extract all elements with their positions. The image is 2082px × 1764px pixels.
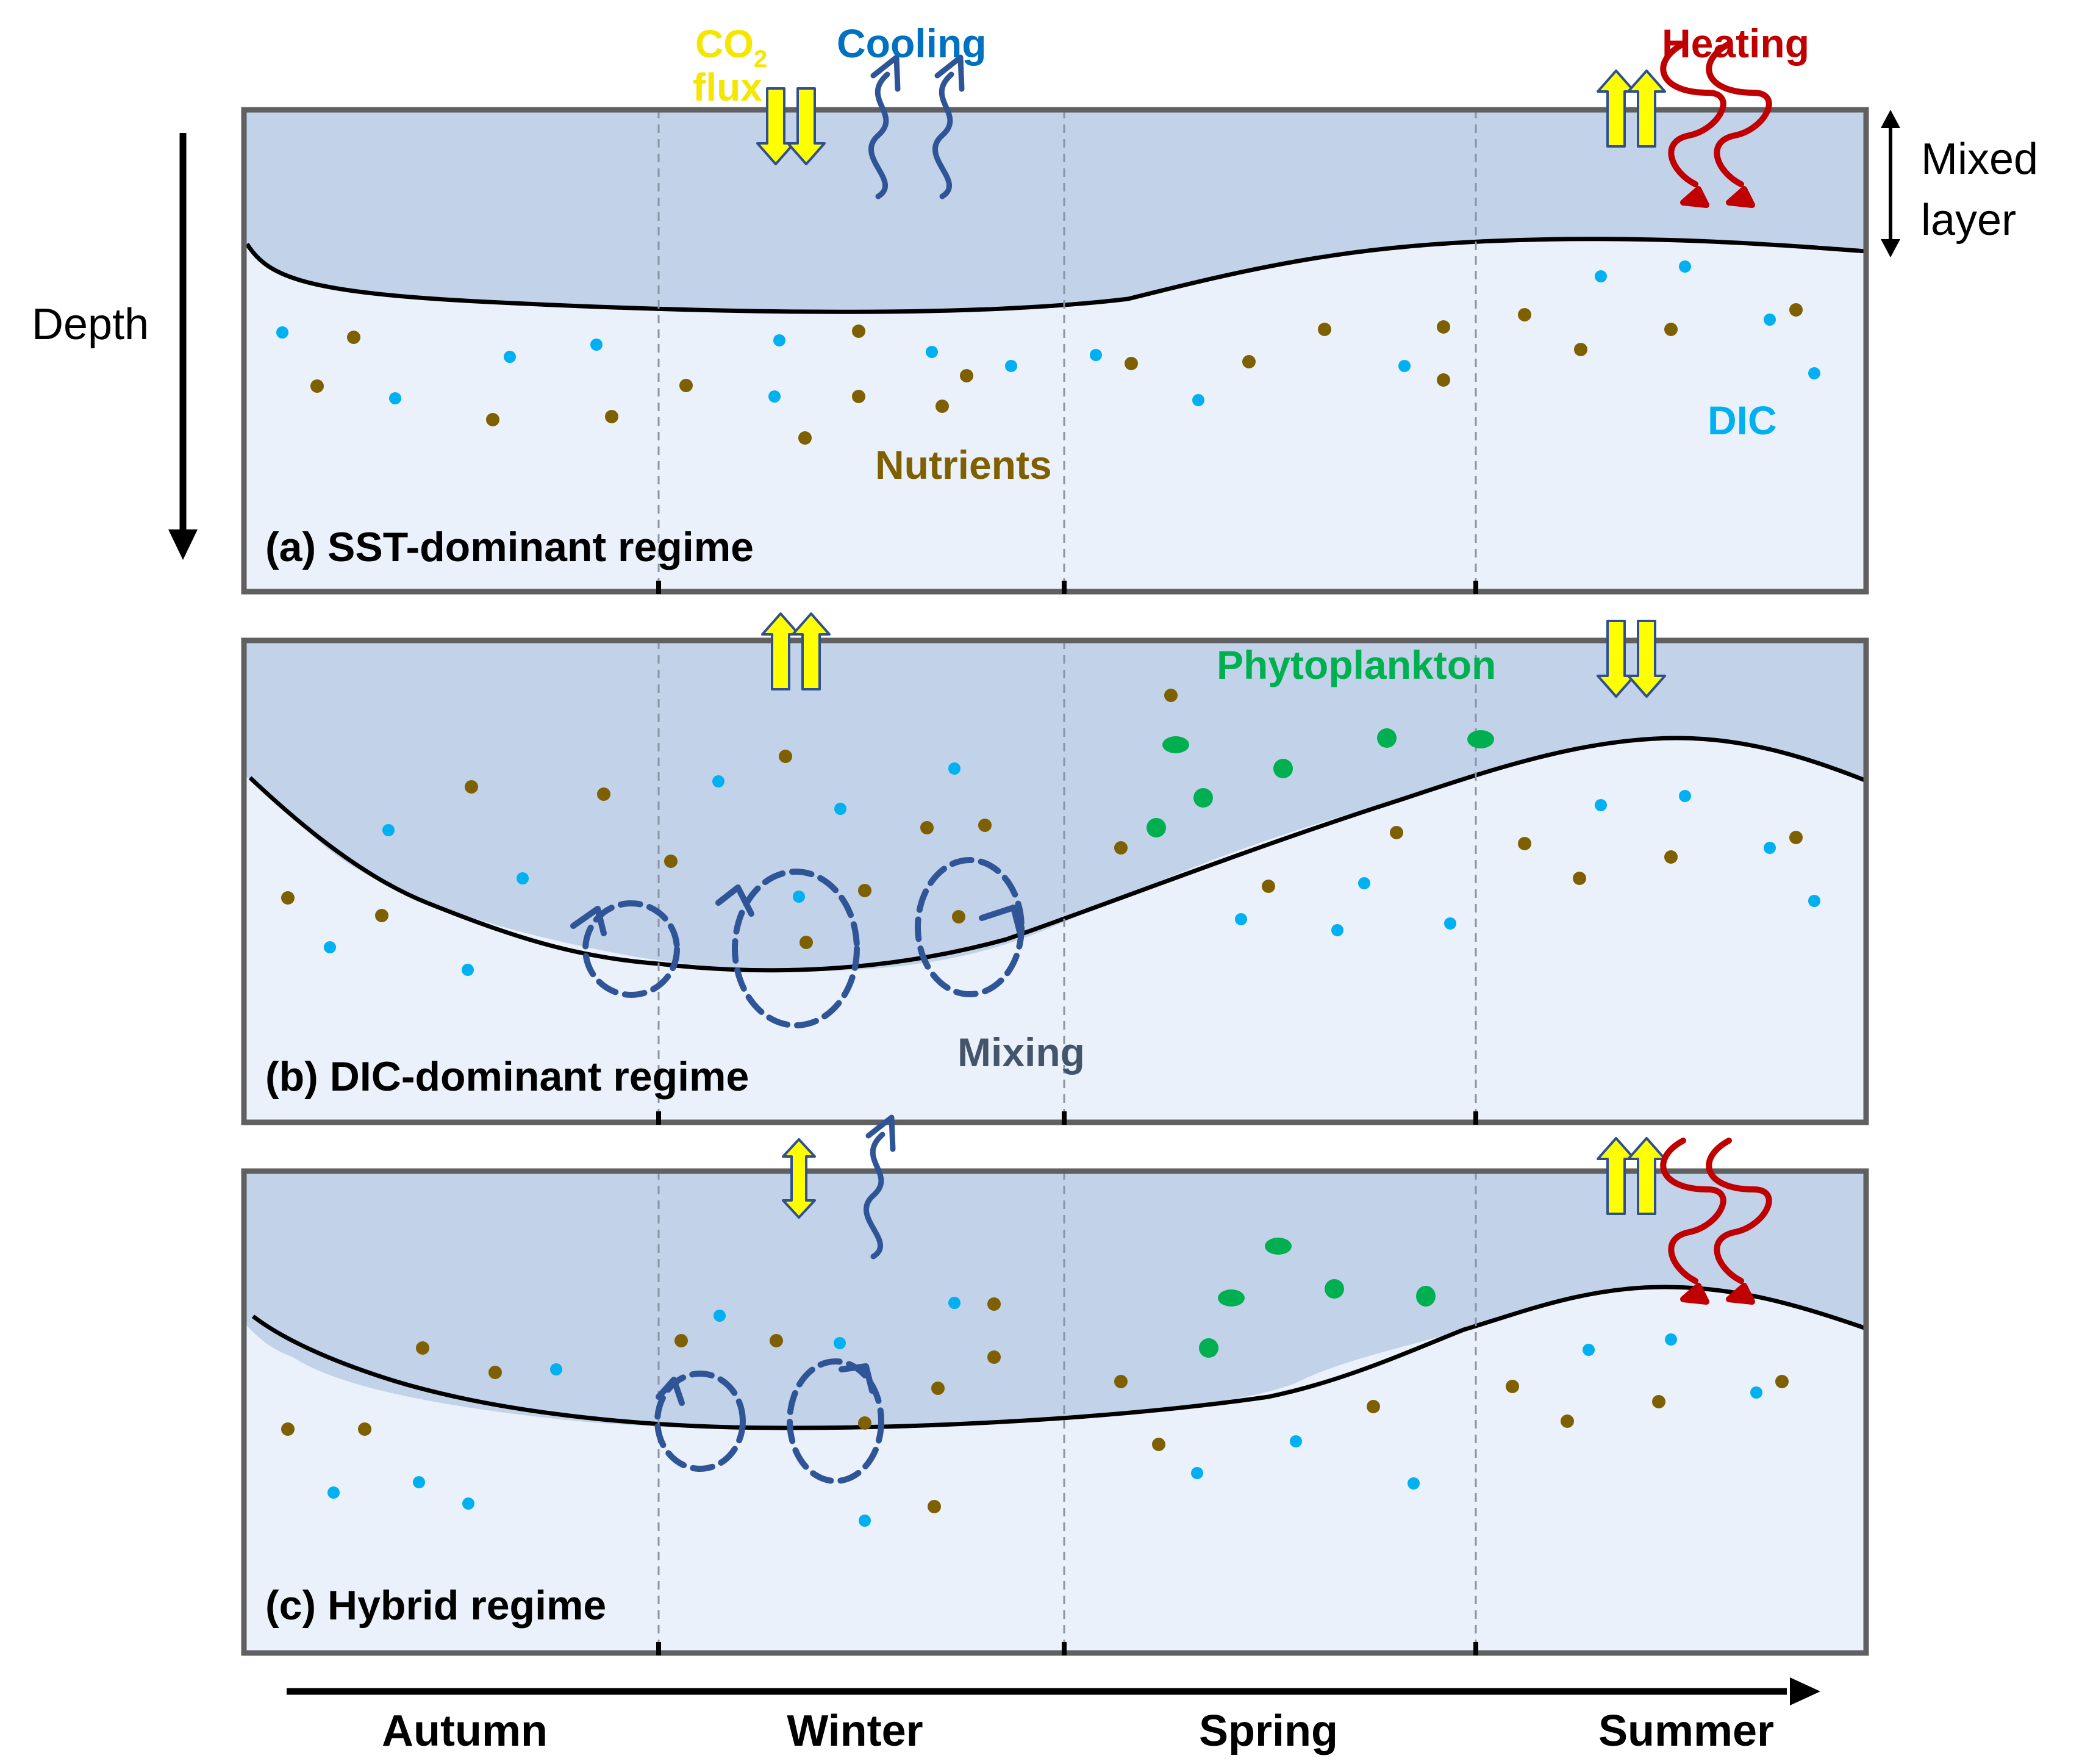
co2-flux-label-flux: flux: [693, 65, 762, 109]
season-ticks: [656, 1642, 1478, 1655]
season-dividers: [657, 640, 1477, 1122]
season-label-autumn: Autumn: [382, 1707, 548, 1755]
season-ticks: [656, 1111, 1478, 1125]
mixing-eddy-arrowheads: [656, 1363, 875, 1406]
mixing-eddies: [582, 857, 1025, 1028]
nutrient-particles: [281, 689, 1803, 949]
panel-b-frame: [241, 637, 1869, 1125]
svg-text:CO2: CO2: [695, 22, 767, 73]
co2-flux-label-subscript: 2: [754, 46, 767, 73]
mixing-eddies: [654, 1358, 884, 1484]
season-label-spring: Spring: [1199, 1707, 1338, 1755]
dic-particles: [327, 1297, 1762, 1527]
season-label-winter: Winter: [787, 1707, 923, 1755]
panel-c: (c) Hybrid regime: [241, 1117, 1869, 1656]
phytoplankton-cells: [1147, 728, 1494, 837]
mixed-layer-region: [244, 1171, 1866, 1429]
co2-flux-label-co: CO: [695, 22, 754, 66]
panel-a: Nutrients DIC (a) SST-dominant regime: [241, 44, 1869, 595]
mixed-layer-label-line2: layer: [1921, 196, 2016, 245]
mixed-layer-boundary: [248, 736, 1866, 973]
panel-b-title: (b) DIC-dominant regime: [265, 1053, 749, 1100]
season-label-summer: Summer: [1598, 1707, 1774, 1755]
mixed-layer-region: [244, 110, 1866, 312]
mixed-layer-label-line1: Mixed: [1921, 135, 2038, 184]
season-ticks: [656, 581, 1478, 594]
phytoplankton-cells: [1199, 1238, 1436, 1358]
dic-particles: [324, 762, 1820, 976]
mixed-layer-boundary: [245, 237, 1866, 314]
depth-label: Depth: [32, 300, 149, 349]
panel-b: Phytoplankton Mixing (b) DIC-dominant re…: [241, 612, 1869, 1125]
phytoplankton-label: Phytoplankton: [1217, 642, 1496, 687]
nutrient-particles: [281, 1297, 1789, 1513]
season-dividers: [657, 110, 1477, 592]
nutrient-particles: [310, 303, 1803, 445]
mixed-layer-boundary: [251, 1285, 1866, 1430]
panel-c-title: (c) Hybrid regime: [265, 1582, 606, 1629]
panel-a-title: (a) SST-dominant regime: [265, 524, 754, 570]
heating-label: Heating: [1662, 21, 1809, 66]
co2-flux-label: CO2 flux: [693, 22, 767, 109]
panel-a-frame: [241, 107, 1869, 595]
dic-label: DIC: [1708, 398, 1777, 443]
mixed-layer-indicator: Mixed layer: [1881, 110, 2038, 257]
mixing-label: Mixing: [957, 1030, 1085, 1075]
mixed-layer-region: [244, 640, 1866, 972]
time-axis: Autumn Winter Spring Summer: [287, 1677, 1820, 1755]
cooling-label: Cooling: [837, 21, 987, 66]
nutrients-label: Nutrients: [875, 442, 1052, 487]
panel-c-frame: [241, 1168, 1869, 1656]
dic-particles: [276, 260, 1820, 406]
depth-axis: Depth: [32, 133, 198, 560]
mixing-eddy-arrowheads: [570, 884, 1024, 939]
